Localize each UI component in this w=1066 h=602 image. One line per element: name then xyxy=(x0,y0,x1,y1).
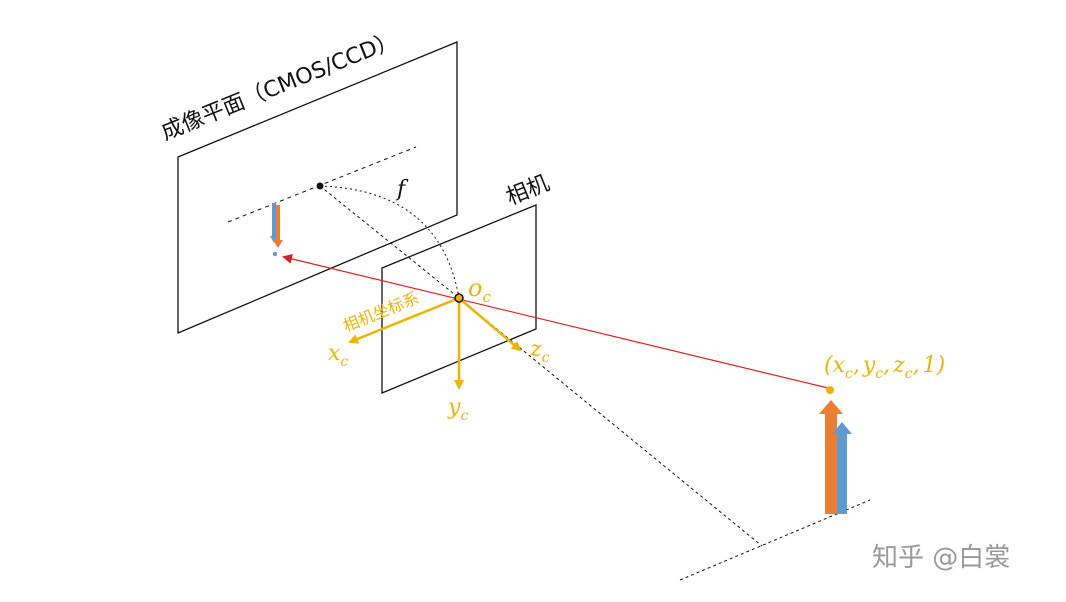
x-axis-arrow xyxy=(348,296,460,344)
world-point-label: (xc,yc,zc,1) xyxy=(824,353,945,382)
projected-blue-arrow-body xyxy=(272,203,276,236)
image-plane-dashed-axis xyxy=(227,146,417,223)
principal-point xyxy=(316,182,324,190)
optical-center xyxy=(454,293,464,303)
projected-point xyxy=(272,251,278,257)
y-axis-label: yc xyxy=(447,395,468,424)
object-blue-arrow-body xyxy=(837,434,847,514)
projected-orange-arrow-body xyxy=(276,205,280,240)
image-plane-title: 成像平面（CMOS/CCD） xyxy=(158,28,402,146)
camera-plane xyxy=(381,204,537,394)
x-axis-label: xc xyxy=(328,341,348,370)
object-orange-arrow-body xyxy=(825,414,837,514)
z-axis-arrow xyxy=(458,297,522,352)
watermark: 知乎 @白裳 xyxy=(872,543,1010,573)
projected-orange-arrow-head xyxy=(273,240,283,248)
z-axis-label: zc xyxy=(529,337,550,366)
focal-length-label: f xyxy=(395,177,409,202)
object-blue-arrow-head xyxy=(832,422,852,434)
image-plane xyxy=(177,41,458,334)
projection-ray xyxy=(282,254,829,389)
optical-axis-line xyxy=(458,297,763,547)
object-orange-arrow-head xyxy=(819,400,843,414)
camera-title: 相机 xyxy=(503,171,553,211)
world-point xyxy=(826,386,834,394)
focal-length-arc xyxy=(319,185,460,299)
origin-label: oc xyxy=(468,274,491,306)
ground-line xyxy=(679,499,871,581)
